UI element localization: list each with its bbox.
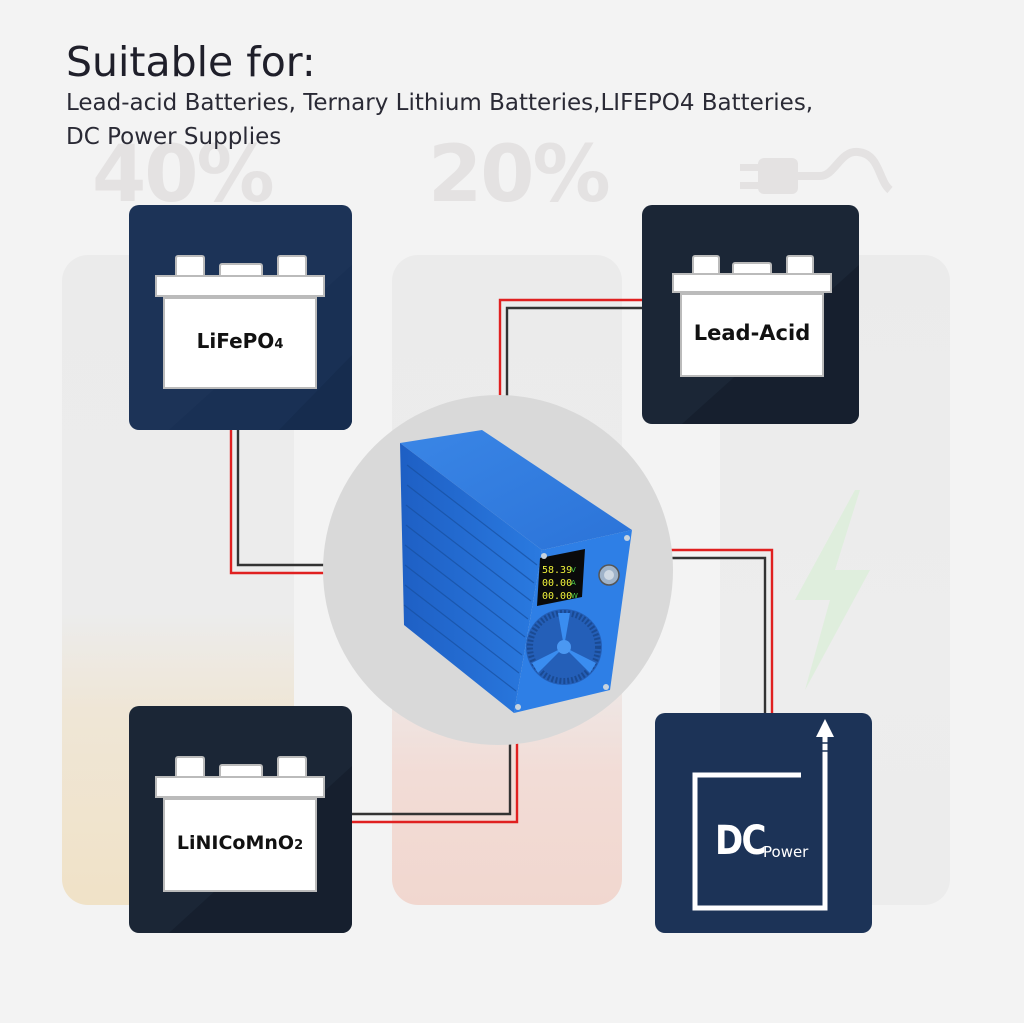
battery-label: Lead-Acid	[693, 321, 811, 345]
svg-text:W: W	[571, 592, 578, 600]
battery-label: LiFePO4	[196, 329, 284, 353]
subtitle-line-2: DC Power Supplies	[66, 124, 282, 150]
card-lifepo4: LiFePO4	[129, 205, 352, 430]
readout-power: 00.00	[542, 591, 572, 602]
readout-current: 00.00	[542, 578, 572, 589]
charger-device: 58.39 00.00 00.00 V A W	[400, 430, 632, 713]
card-linicomno2: LiNICoMnO2	[129, 706, 352, 933]
battery-label: LiNICoMnO2	[176, 832, 304, 854]
battery-icon: Lead-Acid	[672, 255, 832, 377]
svg-text:V: V	[571, 566, 576, 574]
power-label: Power	[763, 843, 809, 861]
svg-text:A: A	[571, 579, 576, 587]
battery-icon: LiNICoMnO2	[155, 756, 325, 894]
dc-power-icon	[692, 719, 834, 911]
bg-percent-middle: 20%	[428, 130, 611, 220]
card-lead-acid: Lead-Acid	[642, 205, 859, 424]
card-dc-power: DC Power	[655, 713, 872, 933]
subtitle-line-1: Lead-acid Batteries, Ternary Lithium Bat…	[66, 90, 814, 116]
bg-plug-icon	[740, 148, 893, 194]
dc-label: DC	[715, 818, 766, 864]
bg-lightning-icon	[795, 490, 870, 690]
battery-icon: LiFePO4	[155, 255, 325, 390]
readout-voltage: 58.39	[542, 565, 572, 576]
page-title: Suitable for:	[66, 38, 316, 86]
